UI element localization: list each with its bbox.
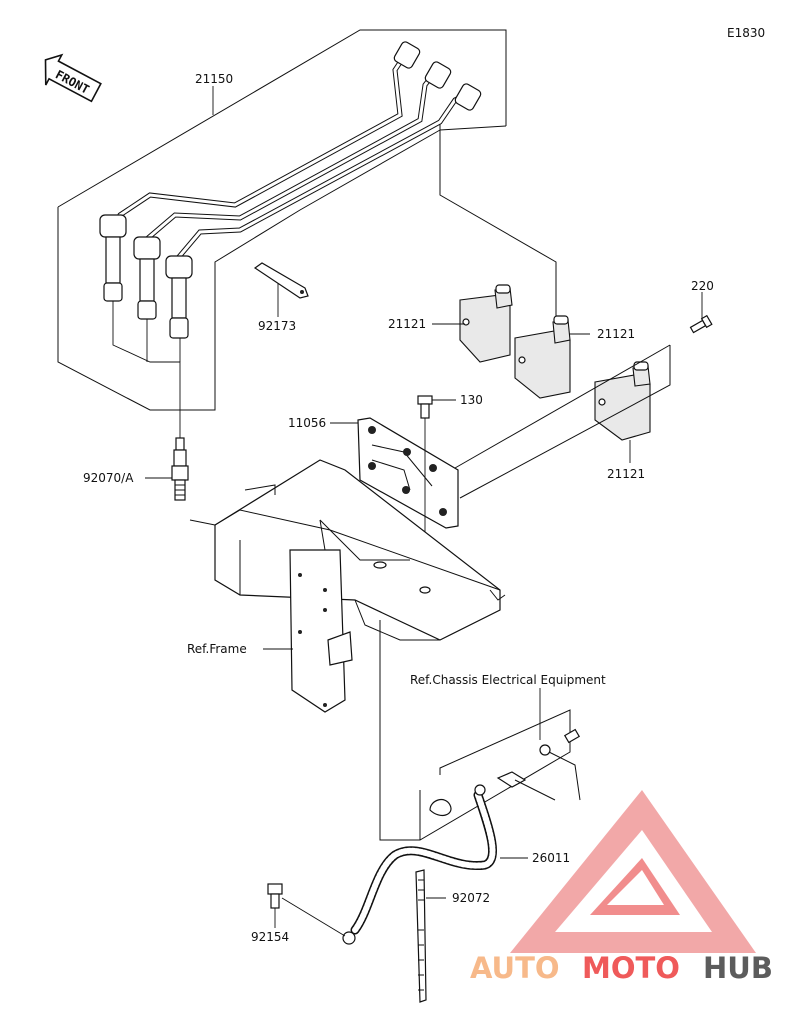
watermark-auto: AUTO <box>470 951 560 985</box>
label-220: 220 <box>691 279 714 293</box>
wire-clamp <box>253 262 309 299</box>
cable-tie <box>415 869 427 1003</box>
label-11056: 11056 <box>288 416 326 430</box>
label-92173: 92173 <box>258 319 296 333</box>
label-ref-chassis: Ref.Chassis Electrical Equipment <box>410 673 606 687</box>
label-130: 130 <box>460 393 483 407</box>
spark-plug <box>171 437 189 501</box>
bolt-130 <box>417 395 433 419</box>
front-arrow-icon: FRONT <box>44 53 102 103</box>
ignition-coil-2 <box>514 315 571 399</box>
battery-terminal-connectors <box>429 728 581 817</box>
label-21121-a: 21121 <box>388 317 426 331</box>
ignition-coil-1 <box>459 284 513 363</box>
watermark-moto: MOTO <box>582 951 680 985</box>
label-ref-frame: Ref.Frame <box>187 642 247 656</box>
watermark-hub: HUB <box>703 951 773 985</box>
label-92072: 92072 <box>452 891 490 905</box>
label-21150: 21150 <box>195 72 233 86</box>
label-26011: 26011 <box>532 851 570 865</box>
label-92154: 92154 <box>251 930 289 944</box>
label-21121-b: 21121 <box>597 327 635 341</box>
wire-set-outline <box>57 29 557 411</box>
label-92070a: 92070/A <box>83 471 134 485</box>
bolt-92154 <box>267 883 283 909</box>
label-21121-c: 21121 <box>607 467 645 481</box>
ignition-coil-3 <box>594 361 651 441</box>
frame <box>189 459 506 713</box>
ground-cable <box>342 784 497 945</box>
diagram-code: E1830 <box>727 26 765 40</box>
watermark-logo <box>510 790 756 953</box>
spark-plug-wires <box>99 41 482 339</box>
coil-bracket <box>357 417 459 529</box>
watermark-text: AUTO MOTO HUB <box>470 951 773 985</box>
bolt-220 <box>689 314 713 334</box>
